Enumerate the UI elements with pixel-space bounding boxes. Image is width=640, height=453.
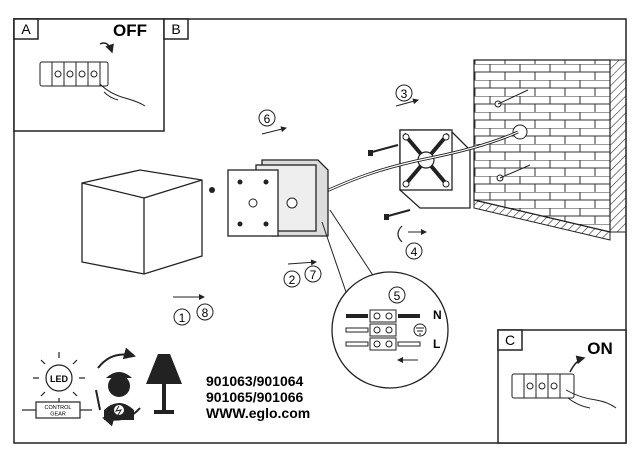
panel-b-label-box	[163, 18, 189, 40]
svg-text:2: 2	[289, 273, 296, 287]
svg-text:7: 7	[310, 268, 317, 282]
fixing-screw-icon	[209, 187, 215, 193]
cube-cover	[81, 169, 203, 275]
switch-on-arrow-icon	[569, 355, 586, 373]
svg-text:1: 1	[179, 311, 186, 325]
neutral-label: N	[433, 308, 442, 322]
svg-text:5: 5	[394, 289, 401, 303]
control-gear-icon: CONTROL GEAR	[22, 401, 92, 419]
arrow-step-6	[261, 126, 287, 135]
product-codes-line-1: 901063/901064	[206, 373, 304, 389]
live-label: L	[433, 337, 440, 351]
website-url[interactable]: WWW.eglo.com	[206, 405, 310, 421]
hand-on-icon	[565, 389, 617, 409]
fixture-body	[227, 159, 329, 237]
control-gear-label-1: CONTROL	[45, 405, 72, 411]
terminal-block-icon	[369, 309, 397, 351]
hand-off-icon	[99, 83, 146, 107]
terminal-block-on-icon	[511, 373, 575, 399]
table-lamp-icon	[146, 354, 182, 414]
panel-b: B	[163, 18, 189, 40]
panel-c-label-box	[497, 329, 523, 351]
svg-text:3: 3	[401, 87, 408, 101]
wiring-detail: 5 N L	[331, 271, 449, 389]
svg-text:8: 8	[202, 306, 209, 320]
panel-a: A OFF	[13, 18, 165, 132]
mounting-screw-top-icon	[368, 144, 399, 156]
panel-b-letter: B	[171, 21, 180, 37]
led-light-icon: LED	[33, 352, 85, 404]
step-number-2: 2	[283, 270, 301, 288]
brick-wall	[473, 59, 627, 241]
rotate-c-icon	[397, 225, 403, 243]
arrow-step-2-7	[287, 259, 317, 266]
mounting-screw-bottom-icon	[384, 209, 411, 220]
step-number-7: 7	[304, 265, 322, 283]
svg-text:4: 4	[411, 245, 418, 259]
arrow-step-3	[395, 98, 419, 107]
mounting-plate	[399, 129, 471, 209]
panel-a-state: OFF	[113, 21, 147, 40]
step-number-4: 4	[405, 242, 423, 260]
step-number-1: 1	[173, 308, 191, 326]
step-number-6: 6	[258, 109, 276, 127]
svg-text:6: 6	[264, 112, 271, 126]
product-codes-line-2: 901065/901066	[206, 389, 304, 405]
panel-a-label-box	[13, 18, 39, 40]
panel-c-letter: C	[505, 332, 515, 348]
step-number-8: 8	[196, 303, 214, 321]
wall-cable-hole	[512, 124, 528, 140]
terminal-block-off-icon	[39, 61, 109, 87]
panel-c: C ON	[497, 329, 627, 444]
panel-a-letter: A	[21, 21, 31, 37]
step-number-5: 5	[388, 286, 406, 304]
switch-off-arrow-icon	[99, 42, 114, 54]
control-gear-label-2: GEAR	[50, 412, 66, 418]
step-number-3: 3	[395, 84, 413, 102]
panel-c-state: ON	[587, 339, 613, 358]
led-label: LED	[50, 374, 69, 384]
electrician-replace-icon	[95, 347, 141, 427]
earth-ground-icon	[413, 323, 427, 337]
